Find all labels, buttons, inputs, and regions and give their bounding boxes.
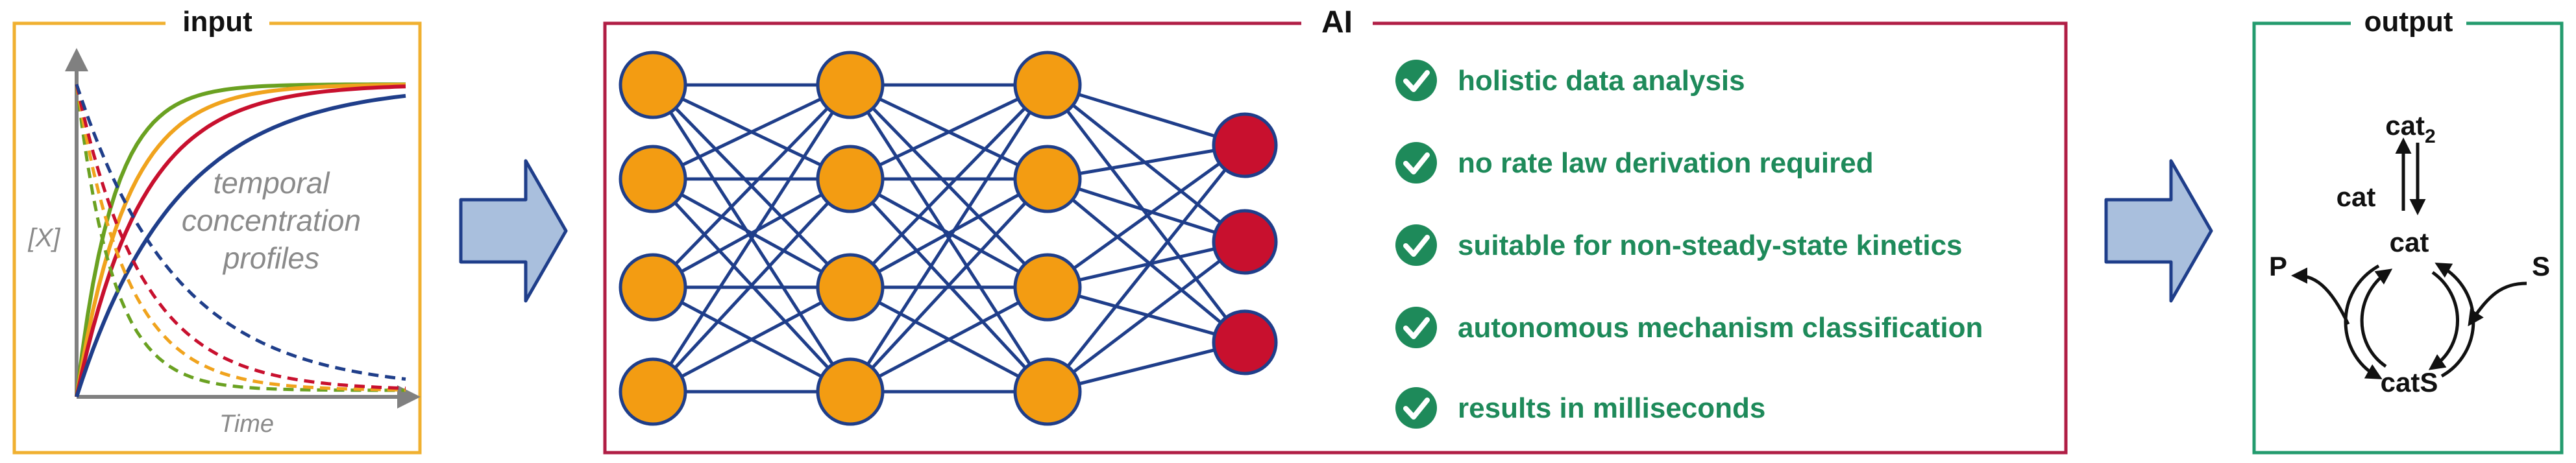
y-axis-label: [X] <box>28 224 61 252</box>
species-cat2-base: cat <box>2385 110 2425 141</box>
network-node <box>816 357 885 426</box>
species-cat2: cat2 <box>2385 110 2435 147</box>
caption-line-3: profiles <box>222 241 319 275</box>
output-node <box>1212 112 1278 178</box>
feature-label: autonomous mechanism classification <box>1458 312 1983 344</box>
check-circle-icon <box>1395 387 1437 429</box>
species-S: S <box>2532 251 2550 281</box>
network-node <box>619 145 687 213</box>
check-mark-icon <box>1403 70 1430 92</box>
feature-item: results in milliseconds <box>1395 387 1765 429</box>
product-release-arrow-icon <box>2291 267 2350 326</box>
network-edge <box>1047 177 1245 244</box>
network-edge <box>1046 241 1246 393</box>
feature-label: no rate law derivation required <box>1458 147 1874 179</box>
input-panel: input [X] Time temporal concentration pr… <box>12 6 422 455</box>
output-title: output <box>2364 6 2453 38</box>
feature-label: results in milliseconds <box>1458 392 1765 424</box>
flow-arrow-icon <box>459 159 568 303</box>
network-edges <box>651 83 1246 394</box>
network-node <box>1013 253 1082 322</box>
cycle-left-inner-arrow-icon <box>2360 268 2393 368</box>
network-edge <box>1046 144 1246 393</box>
feature-label: suitable for non-steady-state kinetics <box>1458 230 1963 261</box>
network-node <box>1013 51 1082 119</box>
network-node <box>816 51 885 119</box>
check-circle-icon <box>1395 60 1437 101</box>
flow-arrow-icon <box>2104 159 2213 303</box>
concentration-curves <box>75 82 406 398</box>
substrate-curve <box>75 84 406 390</box>
network-node <box>619 253 687 322</box>
output-node <box>1212 209 1278 275</box>
species-cat-left: cat <box>2337 182 2376 212</box>
network-edge <box>1046 84 1246 344</box>
substrate-curve <box>75 84 406 381</box>
network-edge <box>848 84 1049 393</box>
network-node <box>1013 145 1082 213</box>
network-node <box>816 145 885 213</box>
species-cat2-subscript: 2 <box>2425 126 2436 147</box>
ai-title: AI <box>1321 5 1353 40</box>
substrate-curve <box>75 84 406 392</box>
network-edge <box>652 83 852 181</box>
check-mark-icon <box>1403 317 1430 339</box>
product-curve <box>75 84 406 398</box>
network-edge <box>652 178 852 393</box>
network-edge <box>652 177 852 289</box>
network-edge <box>1046 143 1246 289</box>
network-edge <box>849 177 1049 289</box>
check-mark-icon <box>1403 152 1430 174</box>
ai-panel: AI holistic data analysis no rate law de… <box>603 5 2068 455</box>
network-edge <box>652 285 852 394</box>
caption-line-1: temporal <box>214 166 331 200</box>
network-node <box>619 357 687 426</box>
species-P: P <box>2269 251 2287 281</box>
input-title: input <box>182 6 252 38</box>
product-curve <box>75 82 406 398</box>
substrate-uptake-arrow-icon <box>2468 281 2527 327</box>
check-mark-icon <box>1403 398 1430 420</box>
feature-item: autonomous mechanism classification <box>1395 307 1983 348</box>
check-circle-icon <box>1395 224 1437 266</box>
x-axis-label: Time <box>219 410 274 438</box>
input-title-mask <box>166 9 269 38</box>
cycle-right-inner-arrow-icon <box>2428 270 2459 370</box>
feature-item: no rate law derivation required <box>1395 142 1874 184</box>
network-edge <box>1047 83 1245 147</box>
network-node <box>816 253 885 322</box>
network-edge <box>849 178 1049 393</box>
network-edge <box>1046 178 1246 344</box>
network-edge <box>651 84 852 393</box>
network-edge <box>652 84 852 289</box>
output-node <box>1212 309 1278 375</box>
caption-line-2: concentration <box>182 204 361 237</box>
feature-label: holistic data analysis <box>1458 65 1745 97</box>
network-node <box>1013 357 1082 426</box>
substrate-curve <box>75 84 406 392</box>
network-node <box>619 51 687 119</box>
feature-item: suitable for non-steady-state kinetics <box>1395 224 1963 266</box>
network-edge <box>849 84 1049 289</box>
output-panel: output cat2 cat cat catS P S <box>2252 6 2564 455</box>
feature-list: holistic data analysis no rate law deriv… <box>1395 60 1983 429</box>
network-edge <box>849 83 1049 181</box>
feature-item: holistic data analysis <box>1395 60 1745 101</box>
species-cat: cat <box>2390 227 2429 257</box>
check-circle-icon <box>1395 142 1437 184</box>
check-circle-icon <box>1395 307 1437 348</box>
species-catS: catS <box>2381 367 2438 398</box>
output-title-mask <box>2351 9 2466 38</box>
check-mark-icon <box>1403 235 1430 257</box>
ai-title-mask <box>1301 8 1373 38</box>
network-edge <box>849 285 1049 394</box>
network-nodes <box>619 51 1278 426</box>
product-curve <box>75 93 406 398</box>
